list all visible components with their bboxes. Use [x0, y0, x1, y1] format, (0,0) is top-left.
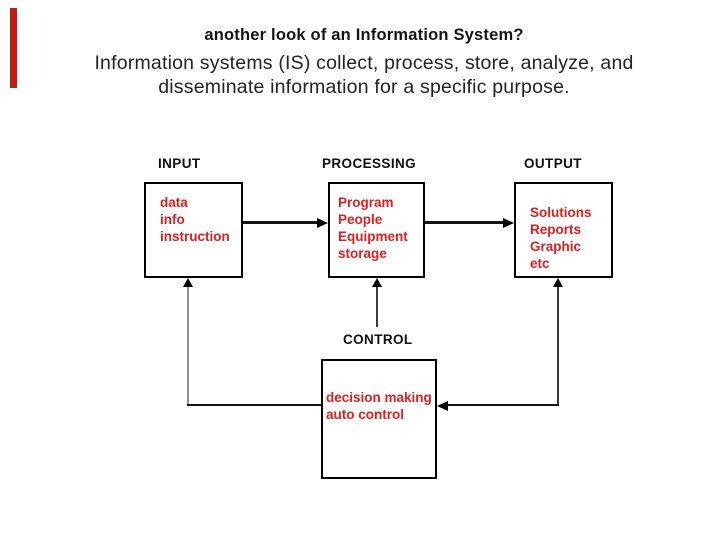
- input-to-processing-arrowhead-icon: [317, 217, 328, 228]
- slide-title: another look of an Information System?: [204, 26, 524, 44]
- output-label: OUTPUT: [524, 156, 582, 171]
- control-box: decision making auto control: [321, 359, 437, 479]
- output-box-line: Reports: [530, 222, 582, 237]
- feedback-output-vertical-line: [557, 286, 559, 406]
- output-box-line: Graphic: [530, 239, 582, 254]
- control-label: CONTROL: [343, 332, 413, 347]
- processing-box-line: Equipment: [338, 229, 408, 244]
- processing-label: PROCESSING: [322, 156, 417, 171]
- red-accent-bar: [10, 8, 17, 88]
- input-box-line: info: [160, 212, 185, 227]
- output-box-line: Solutions: [530, 205, 592, 220]
- processing-to-output-arrow-line: [425, 221, 504, 224]
- feedback-to-control-arrowhead-icon: [437, 400, 448, 411]
- input-label: INPUT: [158, 156, 201, 171]
- feedback-right-horizontal-line: [447, 404, 559, 406]
- slide-subtitle-line-2: disseminate information for a specific p…: [158, 75, 570, 98]
- input-to-processing-arrow-line: [243, 221, 318, 224]
- control-box-line: decision making: [326, 390, 432, 405]
- feedback-left-horizontal-line: [187, 404, 321, 406]
- processing-to-output-arrowhead-icon: [503, 217, 514, 228]
- control-to-processing-line: [376, 286, 378, 327]
- slide-subtitle-line-1: Information systems (IS) collect, proces…: [94, 52, 634, 74]
- output-box: Solutions Reports Graphic etc: [514, 182, 613, 278]
- input-box-line: instruction: [160, 229, 230, 244]
- slide-subtitle: Information systems (IS) collect, proces…: [0, 52, 728, 99]
- input-box-line: data: [160, 195, 188, 210]
- feedback-to-input-arrowhead-icon: [183, 278, 193, 287]
- feedback-to-input-vertical-line: [187, 286, 189, 406]
- control-to-processing-arrowhead-icon: [372, 278, 382, 287]
- processing-box-line: People: [338, 212, 383, 227]
- control-box-line: auto control: [326, 407, 404, 422]
- output-box-line: etc: [530, 256, 550, 271]
- processing-box-line: storage: [338, 246, 387, 261]
- input-box: data info instruction: [144, 182, 243, 278]
- feedback-to-output-arrowhead-icon: [553, 278, 563, 287]
- processing-box: Program People Equipment storage: [328, 182, 425, 278]
- processing-box-line: Program: [338, 195, 394, 210]
